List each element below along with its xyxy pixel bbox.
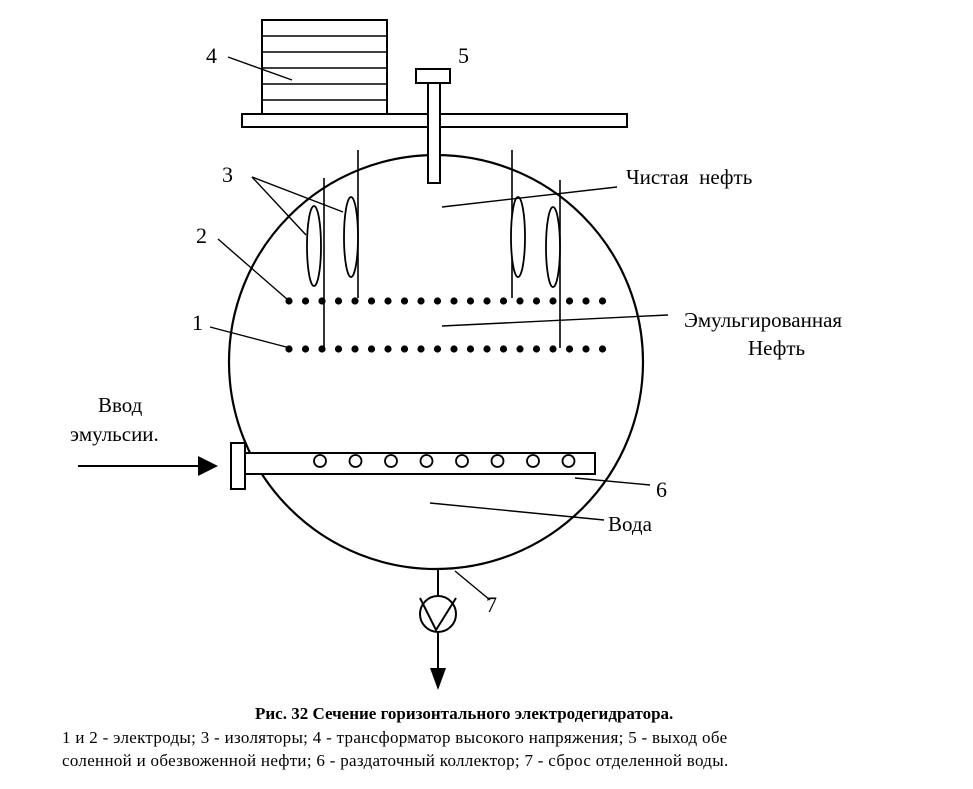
label-number-5: 5 xyxy=(458,43,469,68)
electrode-dot xyxy=(400,345,409,353)
vessel-shell xyxy=(227,153,645,571)
electrode-dot xyxy=(367,297,376,305)
inlet-arrow xyxy=(78,456,218,476)
label-clean-oil: Чистая нефть xyxy=(626,165,752,189)
label-emulsified-oil-line2: Нефть xyxy=(748,336,805,360)
leader-lines xyxy=(209,56,669,601)
collector-hole xyxy=(419,454,434,468)
label-number-6: 6 xyxy=(656,477,667,502)
electrode-dot xyxy=(598,345,607,353)
electrode-dot xyxy=(565,345,574,353)
collector-hole xyxy=(348,454,363,468)
electrode-dot xyxy=(301,297,310,305)
electrode-dot xyxy=(582,345,590,353)
electrode-dot xyxy=(301,345,310,353)
caption-line-1: 1 и 2 - электроды; 3 - изоляторы; 4 - тр… xyxy=(62,728,728,747)
distribution-collector xyxy=(230,442,596,490)
electrode-dot xyxy=(532,345,541,353)
electrode-dot xyxy=(318,297,326,305)
electrode-dot xyxy=(334,297,343,305)
transformer xyxy=(261,19,388,117)
electrode-dot xyxy=(384,345,392,353)
electrode-dot xyxy=(450,297,458,305)
label-emulsified-oil-line1: Эмульгированная xyxy=(684,308,842,332)
electrode-dot xyxy=(351,297,359,305)
electrode-dot xyxy=(417,345,425,353)
electrode-dot xyxy=(450,345,458,353)
insulators xyxy=(306,196,561,288)
electrode-dot xyxy=(367,345,376,353)
electrode-dot xyxy=(433,345,442,353)
electrode-dot xyxy=(565,297,574,305)
oil-outlet-pipe xyxy=(415,68,451,184)
electrode-dot xyxy=(499,345,508,353)
electrode-dot xyxy=(532,297,541,305)
electrode-dot xyxy=(334,345,343,353)
label-number-4: 4 xyxy=(206,43,217,68)
electrode-1-lower xyxy=(285,345,607,353)
electrode-dot xyxy=(516,345,524,353)
electrode-dot xyxy=(400,297,409,305)
collector-hole xyxy=(526,454,540,468)
collector-hole xyxy=(313,454,327,468)
collector-hole xyxy=(455,454,469,468)
electrode-dot xyxy=(598,297,607,305)
electrode-dot xyxy=(466,297,475,305)
caption-line-2: соленной и обезвоженной нефти; 6 - разда… xyxy=(62,751,729,770)
electrode-dot xyxy=(433,297,442,305)
caption-title: Рис. 32 Сечение горизонтального электрод… xyxy=(255,704,674,723)
label-inlet-line2: эмульсии. xyxy=(70,422,159,446)
electrode-dot xyxy=(384,297,392,305)
collector-hole xyxy=(490,454,505,468)
label-inlet-line1: Ввод xyxy=(98,393,143,417)
electrode-dot xyxy=(318,345,326,353)
label-number-2: 2 xyxy=(196,223,207,248)
electrode-dot xyxy=(417,297,425,305)
label-number-1: 1 xyxy=(192,310,203,335)
electrode-dot xyxy=(516,297,524,305)
label-water: Вода xyxy=(608,512,653,536)
label-number-7: 7 xyxy=(486,592,497,617)
electrode-dot xyxy=(499,297,508,305)
electrode-dot xyxy=(582,297,590,305)
electrode-dot xyxy=(549,297,557,305)
electrode-dot xyxy=(549,345,557,353)
electrode-dot xyxy=(466,345,475,353)
electrode-dot xyxy=(351,345,359,353)
collector-hole xyxy=(561,454,576,468)
electrode-dot xyxy=(483,345,491,353)
electrode-dot xyxy=(483,297,491,305)
label-number-3: 3 xyxy=(222,162,233,187)
water-drain xyxy=(419,569,457,690)
electrode-2-upper xyxy=(285,297,607,305)
collector-hole xyxy=(384,454,398,468)
